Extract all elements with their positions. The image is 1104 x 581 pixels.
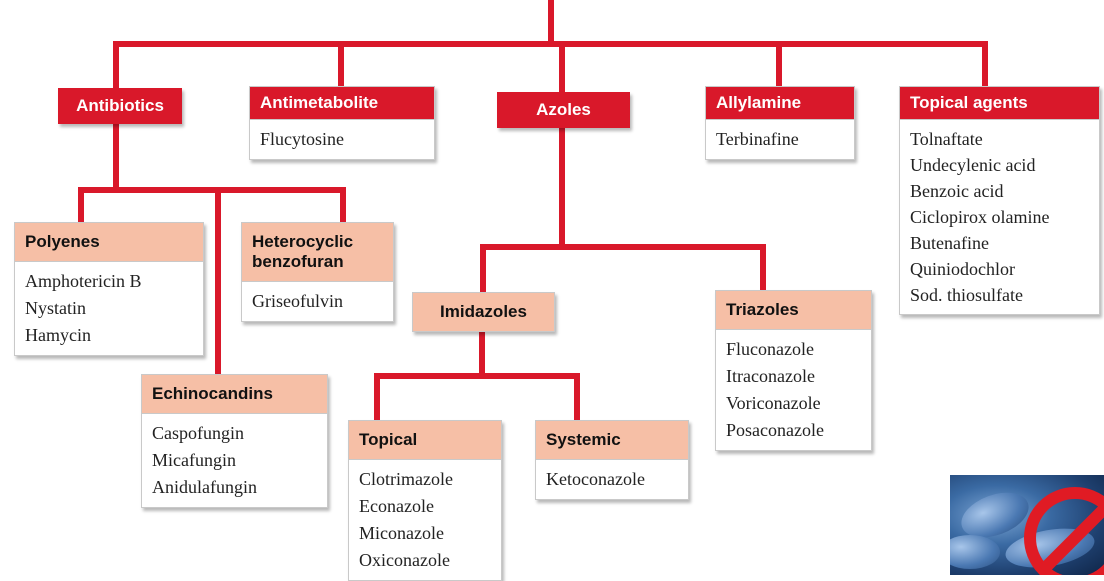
drug-item: Terbinafine bbox=[716, 129, 799, 149]
heterocyclic-title-line2: benzofuran bbox=[252, 252, 344, 271]
category-antimetabolite: Antimetabolite Flucytosine bbox=[249, 86, 435, 160]
heterocyclic-title-line1: Heterocyclic bbox=[252, 232, 354, 251]
drug-item: Quiniodochlor bbox=[910, 259, 1015, 279]
drug-item: Fluconazole bbox=[726, 339, 814, 359]
drug-item: Itraconazole bbox=[726, 366, 815, 386]
category-antibiotics: Antibiotics bbox=[58, 88, 182, 124]
category-topical-agents: Topical agents Tolnaftate Undecylenic ac… bbox=[899, 86, 1100, 315]
subgroup-heterocyclic-benzofuran: Heterocyclic benzofuran Griseofulvin bbox=[241, 222, 394, 322]
drug-item: Sod. thiosulfate bbox=[910, 285, 1023, 305]
drug-item: Tolnaftate bbox=[910, 129, 983, 149]
drug-item: Butenafine bbox=[910, 233, 989, 253]
systemic-header: Systemic bbox=[536, 421, 688, 460]
drug-item: Caspofungin bbox=[152, 423, 244, 443]
prohibition-icon bbox=[1024, 487, 1104, 575]
drug-item: Posaconazole bbox=[726, 420, 824, 440]
drug-item: Anidulafungin bbox=[152, 477, 257, 497]
polyenes-header: Polyenes bbox=[15, 223, 203, 262]
category-azoles: Azoles bbox=[497, 92, 630, 128]
antibiotics-label: Antibiotics bbox=[76, 96, 164, 115]
drug-item: Undecylenic acid bbox=[910, 155, 1036, 175]
echinocandins-header: Echinocandins bbox=[142, 375, 327, 414]
drug-item: Flucytosine bbox=[260, 129, 344, 149]
imidazoles-header: Imidazoles bbox=[413, 293, 554, 331]
subgroup-echinocandins: Echinocandins Caspofungin Micafungin Ani… bbox=[141, 374, 328, 508]
drug-item: Ciclopirox olamine bbox=[910, 207, 1050, 227]
azoles-label: Azoles bbox=[536, 100, 591, 119]
drug-item: Miconazole bbox=[359, 523, 444, 543]
triazoles-header: Triazoles bbox=[716, 291, 871, 330]
drug-item: Clotrimazole bbox=[359, 469, 453, 489]
drug-item: Micafungin bbox=[152, 450, 236, 470]
subgroup-topical: Topical Clotrimazole Econazole Miconazol… bbox=[348, 420, 502, 581]
subgroup-polyenes: Polyenes Amphotericin B Nystatin Hamycin bbox=[14, 222, 204, 356]
subgroup-triazoles: Triazoles Fluconazole Itraconazole Voric… bbox=[715, 290, 872, 451]
category-allylamine: Allylamine Terbinafine bbox=[705, 86, 855, 160]
drug-item: Econazole bbox=[359, 496, 434, 516]
drug-item: Hamycin bbox=[25, 325, 91, 345]
drug-item: Benzoic acid bbox=[910, 181, 1004, 201]
antimetabolite-header: Antimetabolite bbox=[250, 87, 434, 120]
topical-agents-header: Topical agents bbox=[900, 87, 1099, 120]
heterocyclic-header: Heterocyclic benzofuran bbox=[242, 223, 393, 282]
drug-item: Ketoconazole bbox=[546, 469, 645, 489]
drug-item: Voriconazole bbox=[726, 393, 821, 413]
drug-item: Amphotericin B bbox=[25, 271, 142, 291]
subgroup-systemic: Systemic Ketoconazole bbox=[535, 420, 689, 500]
allylamine-header: Allylamine bbox=[706, 87, 854, 120]
drug-item: Griseofulvin bbox=[252, 291, 343, 311]
subgroup-imidazoles: Imidazoles bbox=[412, 292, 555, 332]
no-fungus-icon bbox=[950, 475, 1104, 575]
topical-header: Topical bbox=[349, 421, 501, 460]
drug-item: Nystatin bbox=[25, 298, 86, 318]
drug-item: Oxiconazole bbox=[359, 550, 450, 570]
